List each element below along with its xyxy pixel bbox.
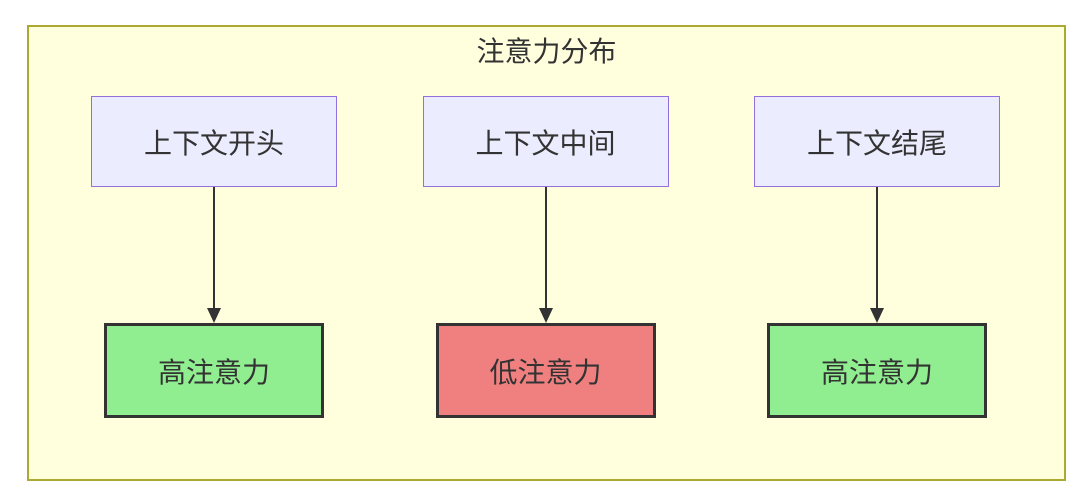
node-high-attention-start: 高注意力 — [104, 323, 324, 418]
flow-column-start: 上下文开头 高注意力 — [91, 96, 337, 418]
down-arrow-icon — [868, 187, 886, 323]
attention-distribution-subgraph: 注意力分布 上下文开头 高注意力 上下文中间 — [27, 25, 1066, 481]
diagram-title: 注意力分布 — [476, 36, 617, 67]
flow-columns: 上下文开头 高注意力 上下文中间 低注意力 — [29, 96, 1064, 418]
node-low-attention-middle: 低注意力 — [435, 323, 656, 418]
node-context-end: 上下文结尾 — [754, 96, 1000, 187]
flow-column-middle: 上下文中间 低注意力 — [422, 96, 669, 418]
node-high-attention-end: 高注意力 — [767, 323, 987, 418]
node-context-middle: 上下文中间 — [422, 96, 669, 187]
down-arrow-icon — [537, 187, 555, 323]
node-context-start: 上下文开头 — [91, 96, 337, 187]
flow-column-end: 上下文结尾 高注意力 — [754, 96, 1000, 418]
down-arrow-icon — [205, 187, 223, 323]
